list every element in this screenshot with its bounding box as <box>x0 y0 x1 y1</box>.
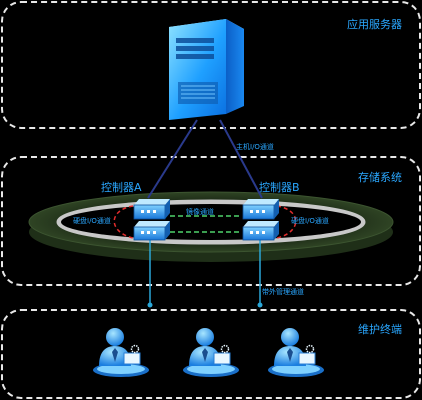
app-server-label: 应用服务器 <box>347 18 402 31</box>
mirror-label: 镜像通道 <box>186 208 214 216</box>
storage-ring <box>28 191 394 262</box>
maintenance-zone <box>1 309 421 399</box>
host-io-label: 主机I/O通道 <box>236 143 274 151</box>
controller-a-icon <box>133 199 170 241</box>
host-link-a <box>147 119 198 199</box>
operator-terminal-icon <box>183 328 239 377</box>
storage-zone <box>1 156 421 286</box>
oob-links <box>147 240 263 308</box>
controller-b-icon <box>242 199 279 241</box>
controller-b-label: 控制器B <box>259 181 300 194</box>
disk-io-left-label: 硬盘I/O通道 <box>73 217 111 225</box>
operator-terminal-icon <box>93 328 149 377</box>
mirror-lines <box>170 215 242 233</box>
maintenance-label: 维护终端 <box>358 323 402 336</box>
controller-a-label: 控制器A <box>101 181 142 194</box>
server-tower-icon <box>169 19 244 120</box>
oob-label: 带外管理通道 <box>262 288 304 296</box>
disk-io-right-label: 硬盘I/O通道 <box>291 217 329 225</box>
storage-label: 存储系统 <box>358 171 402 184</box>
host-link-b <box>219 119 263 199</box>
app-server-zone <box>1 1 421 129</box>
operator-terminal-icon <box>268 328 324 377</box>
